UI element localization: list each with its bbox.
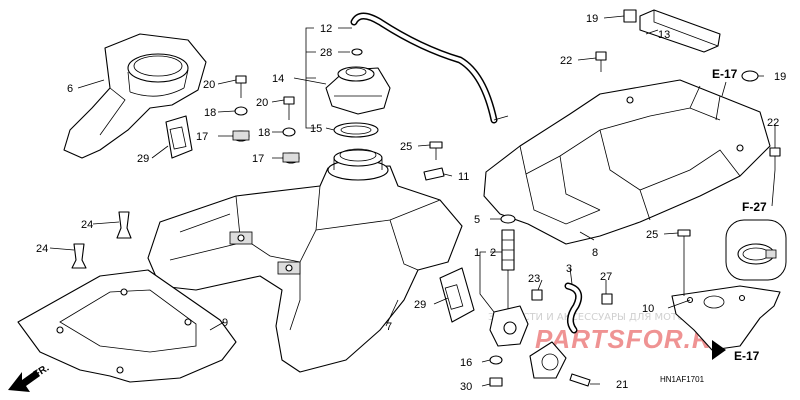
label-part-29b: 29 [414,299,426,311]
f27-inset-clamp [725,219,787,281]
label-part-27: 27 [600,271,612,283]
part-25-11-hardware [423,141,691,248]
label-part-20a: 20 [203,79,215,91]
watermark-text: ЗАПЧАСТИ И АКСЕССУАРЫ ДЛЯ МОТОТЕХНИКИ [488,312,734,323]
filler-cap-assembly [325,12,498,138]
label-part-9: 9 [222,317,228,329]
e17-pointer-icon [712,340,726,360]
label-part-3: 3 [566,263,572,275]
label-part-6: 6 [67,83,73,95]
label-part-18b: 18 [258,127,270,139]
part-6-cover [63,33,207,159]
label-part-8: 8 [592,247,598,259]
label-part-12: 12 [320,23,332,35]
label-part-28: 28 [320,47,332,59]
label-part-30: 30 [460,381,472,393]
label-part-17a: 17 [196,131,208,143]
fuel-tank [147,148,463,373]
label-part-15: 15 [310,123,322,135]
label-part-21: 21 [616,379,628,391]
ref-e17-bottom: E-17 [734,349,760,363]
hardware-left [232,75,300,164]
label-part-24a: 24 [81,219,93,231]
label-part-22a: 22 [560,55,572,67]
label-part-20b: 20 [256,97,268,109]
leader-lines [49,15,776,387]
label-part-14: 14 [272,73,284,85]
label-part-1: 1 [474,247,480,259]
ref-f27: F-27 [742,200,767,214]
label-part-17b: 17 [252,153,264,165]
label-part-24b: 24 [36,243,48,255]
label-part-29a: 29 [137,153,149,165]
part-9-skid-plate [17,269,237,383]
front-arrow-icon [8,370,40,392]
label-part-22b: 22 [767,117,779,129]
label-part-19b: 19 [774,71,786,83]
part-8-bracket [483,79,771,245]
ref-e17-top: E-17 [712,67,738,81]
fuel-cock-assembly [489,214,613,387]
section-refs: E-17 F-27 E-17 [712,67,767,363]
label-part-7: 7 [386,321,392,333]
diagram-code: HN1AF1701 [660,375,705,384]
label-part-5: 5 [474,214,480,226]
label-part-10: 10 [642,303,654,315]
label-part-11: 11 [458,171,469,183]
part-24-clips [71,211,132,269]
label-part-16: 16 [460,357,472,369]
label-part-23: 23 [528,273,540,285]
label-part-13: 13 [658,29,670,41]
label-part-25b: 25 [646,229,658,241]
part-13-foam-strip [639,9,721,53]
part-29-pad-right [439,267,475,323]
part-29-pad-left [165,115,193,159]
label-part-18a: 18 [204,107,216,119]
part-10-bracket [671,285,781,351]
part-labels: 6 12 28 14 15 20 18 17 20 18 17 29 25 11… [36,13,786,393]
label-part-25a: 25 [400,141,412,153]
label-part-2: 2 [490,247,496,259]
front-direction: FR. [8,363,51,392]
label-part-19a: 19 [586,13,598,25]
